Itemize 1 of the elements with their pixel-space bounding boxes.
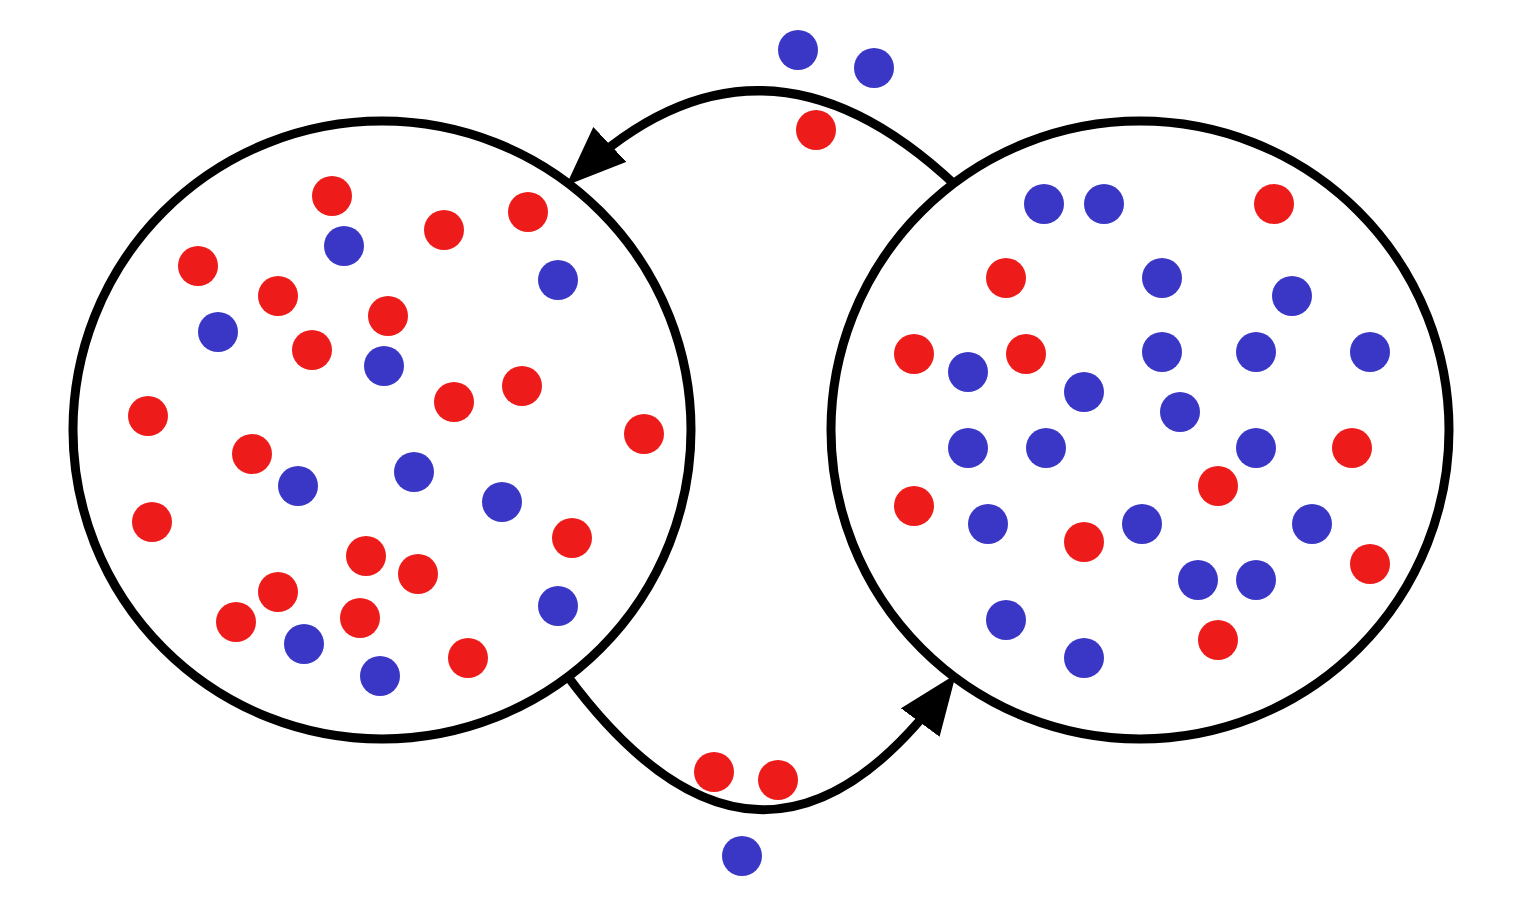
curved-arrow (565, 86, 959, 189)
